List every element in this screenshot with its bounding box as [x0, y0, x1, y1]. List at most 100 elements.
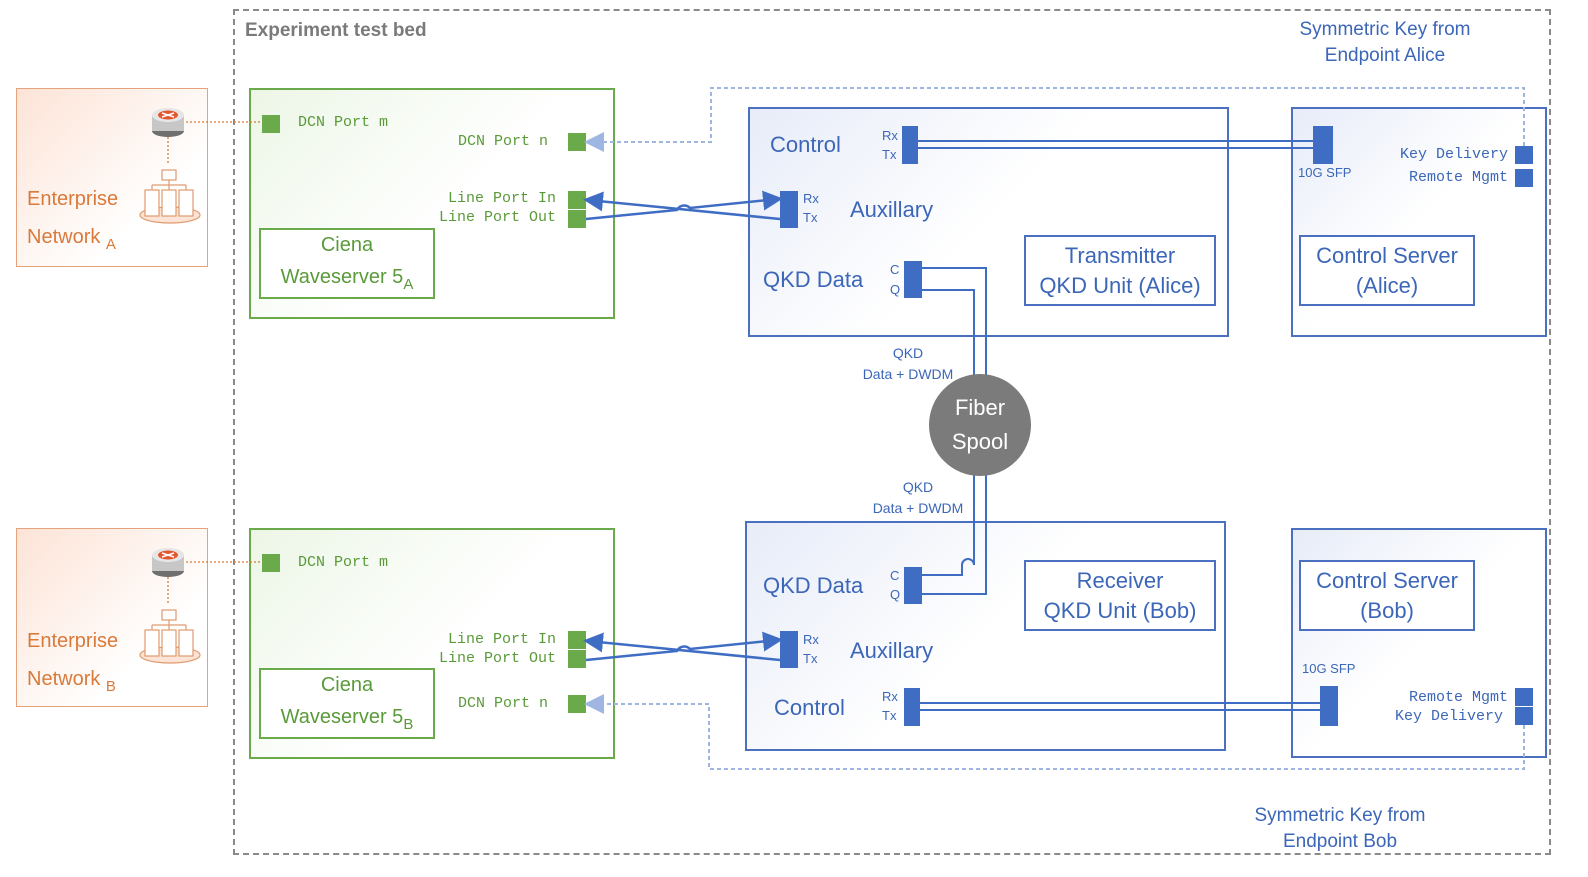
- alice-remote-mgmt-label: Remote Mgmt: [1408, 169, 1508, 186]
- bob-aux-rx: Rx: [803, 632, 819, 647]
- qkd-unit-alice-line2: QKD Unit (Alice): [1039, 272, 1201, 298]
- testbed-title: Experiment test bed: [245, 20, 427, 41]
- bob-qkd-fiber: [922, 472, 987, 595]
- alice-control-port[interactable]: [902, 126, 918, 164]
- server-cluster-icon-b: [139, 609, 201, 664]
- waveserver-b-subscript: B: [403, 715, 414, 733]
- waveserver-b-dcn-n-port[interactable]: [568, 695, 586, 713]
- waveserver-a-dcn-m-port[interactable]: [262, 115, 280, 133]
- bob-key-delivery-label: Key Delivery: [1394, 708, 1503, 725]
- alice-aux-tx: Tx: [803, 210, 818, 225]
- bob-aux-tx: Tx: [803, 651, 818, 666]
- waveserver-a-name-line1: Ciena: [320, 234, 374, 257]
- alice-key-delivery-link: [584, 87, 1525, 152]
- alice-control-rx: Rx: [882, 128, 898, 143]
- key-note-bob-line2: Endpoint Bob: [1282, 831, 1398, 852]
- qkd-unit-alice-name: Transmitter QKD Unit (Alice): [1024, 235, 1216, 306]
- bob-control-port[interactable]: [904, 688, 920, 726]
- control-server-bob-line2: (Bob): [1360, 597, 1414, 623]
- bob-q-label: Q: [890, 587, 901, 602]
- waveserver-b-line-out: Line Port Out: [438, 650, 556, 667]
- alice-qkd-data-label: QKD Data: [763, 267, 864, 292]
- bob-control-label: Control: [774, 695, 845, 720]
- bob-control-rx: Rx: [882, 689, 898, 704]
- enterprise-b-network-label: Network B: [27, 668, 116, 695]
- waveserver-a-line-out: Line Port Out: [438, 209, 556, 226]
- fiber-bottom-label: QKD Data + DWDM: [858, 477, 978, 519]
- waveserver-b-name: Ciena Waveserver 5B: [259, 668, 435, 739]
- waveserver-a-subscript: A: [403, 275, 414, 293]
- waveserver-a-name: Ciena Waveserver 5A: [259, 228, 435, 299]
- waveserver-b-line-in: Line Port In: [447, 631, 556, 648]
- bob-control-link: [920, 702, 1320, 711]
- qkd-unit-bob-line2: QKD Unit (Bob): [1043, 597, 1197, 623]
- alice-control-tx: Tx: [882, 147, 897, 162]
- server-cluster-icon-a: [139, 169, 201, 224]
- qkd-unit-bob-line1: Receiver: [1076, 567, 1164, 593]
- alice-qkd-fiber: [922, 267, 987, 380]
- key-note-alice-line1: Symmetric Key from: [1299, 19, 1471, 40]
- fiber-spool-line1: Fiber: [954, 395, 1006, 420]
- fiber-spool-line2: Spool: [951, 429, 1009, 454]
- waveserver-a-line-out-port[interactable]: [568, 210, 586, 228]
- bob-auxillary-label: Auxillary: [850, 638, 934, 663]
- enterprise-b-subscript: B: [105, 678, 116, 695]
- waveserver-a-line-in-port[interactable]: [568, 191, 586, 209]
- alice-aux-port[interactable]: [780, 191, 798, 228]
- control-server-bob-line1: Control Server: [1316, 567, 1458, 593]
- enterprise-a-network-text: Network: [27, 226, 101, 248]
- bob-key-delivery-port[interactable]: [1515, 707, 1533, 725]
- bob-control-tx: Tx: [882, 708, 897, 723]
- bob-remote-mgmt-label: Remote Mgmt: [1408, 689, 1508, 706]
- key-note-alice: Symmetric Key from Endpoint Alice: [1270, 17, 1500, 69]
- control-server-alice-line2: (Alice): [1355, 272, 1419, 298]
- key-note-bob: Symmetric Key from Endpoint Bob: [1225, 803, 1455, 855]
- qkd-unit-bob-name: Receiver QKD Unit (Bob): [1024, 560, 1216, 631]
- alice-remote-mgmt-port[interactable]: [1515, 169, 1533, 187]
- fiber-top-line1: QKD: [892, 345, 924, 361]
- alice-q-label: Q: [890, 282, 901, 297]
- bob-sfp-label: 10G SFP: [1302, 661, 1356, 676]
- waveserver-a-name-line2: Waveserver 5A: [281, 266, 414, 293]
- router-icon-a: [152, 108, 184, 137]
- waveserver-b-line-out-port[interactable]: [568, 650, 586, 668]
- waveserver-b-dcn-m-port[interactable]: [262, 554, 280, 572]
- alice-qkd-port[interactable]: [904, 261, 922, 298]
- control-server-alice-line1: Control Server: [1316, 242, 1458, 268]
- enterprise-b-network-text: Network: [27, 668, 101, 690]
- waveserver-a-dcn-n: DCN Port n: [457, 133, 548, 150]
- waveserver-a-dcn-n-port[interactable]: [568, 133, 586, 151]
- waveserver-a-dcn-m: DCN Port m: [298, 114, 389, 131]
- alice-sfp-label: 10G SFP: [1298, 165, 1352, 180]
- bob-remote-mgmt-port[interactable]: [1515, 688, 1533, 706]
- testbed-boundary: [233, 9, 1551, 855]
- alice-auxillary-label: Auxillary: [850, 197, 934, 222]
- alice-sfp-port[interactable]: [1313, 126, 1333, 164]
- fiber-bottom-line1: QKD: [902, 479, 934, 495]
- control-server-bob-name: Control Server (Bob): [1299, 560, 1475, 631]
- bob-qkd-port[interactable]: [904, 567, 922, 604]
- waveserver-b-line-in-port[interactable]: [568, 631, 586, 649]
- bob-qkd-data-label: QKD Data: [763, 573, 864, 598]
- alice-control-label: Control: [770, 132, 841, 157]
- alice-aux-rx: Rx: [803, 191, 819, 206]
- alice-aux-to-waveserver-a-line-in: [583, 191, 781, 221]
- bob-sfp-port[interactable]: [1320, 686, 1338, 726]
- alice-key-delivery-port[interactable]: [1515, 146, 1533, 164]
- enterprise-b-label: Enterprise: [27, 630, 119, 652]
- waveserver-b-name-line2: Waveserver 5B: [281, 706, 414, 733]
- bob-c-label: C: [890, 568, 900, 583]
- key-note-alice-line2: Endpoint Alice: [1324, 45, 1446, 66]
- waveserver-b-name-line1: Ciena: [320, 674, 374, 697]
- bob-key-delivery-link: [584, 694, 1525, 770]
- bob-aux-port[interactable]: [780, 631, 798, 668]
- alice-control-link: [918, 140, 1314, 149]
- waveserver-a-model: Waveserver 5: [280, 265, 404, 288]
- fiber-top-label: QKD Data + DWDM: [848, 343, 968, 385]
- router-icon-b: [152, 548, 184, 577]
- enterprise-a-network-label: Network A: [27, 226, 116, 253]
- key-note-bob-line1: Symmetric Key from: [1254, 805, 1426, 826]
- waveserver-b-dcn-m: DCN Port m: [298, 554, 389, 571]
